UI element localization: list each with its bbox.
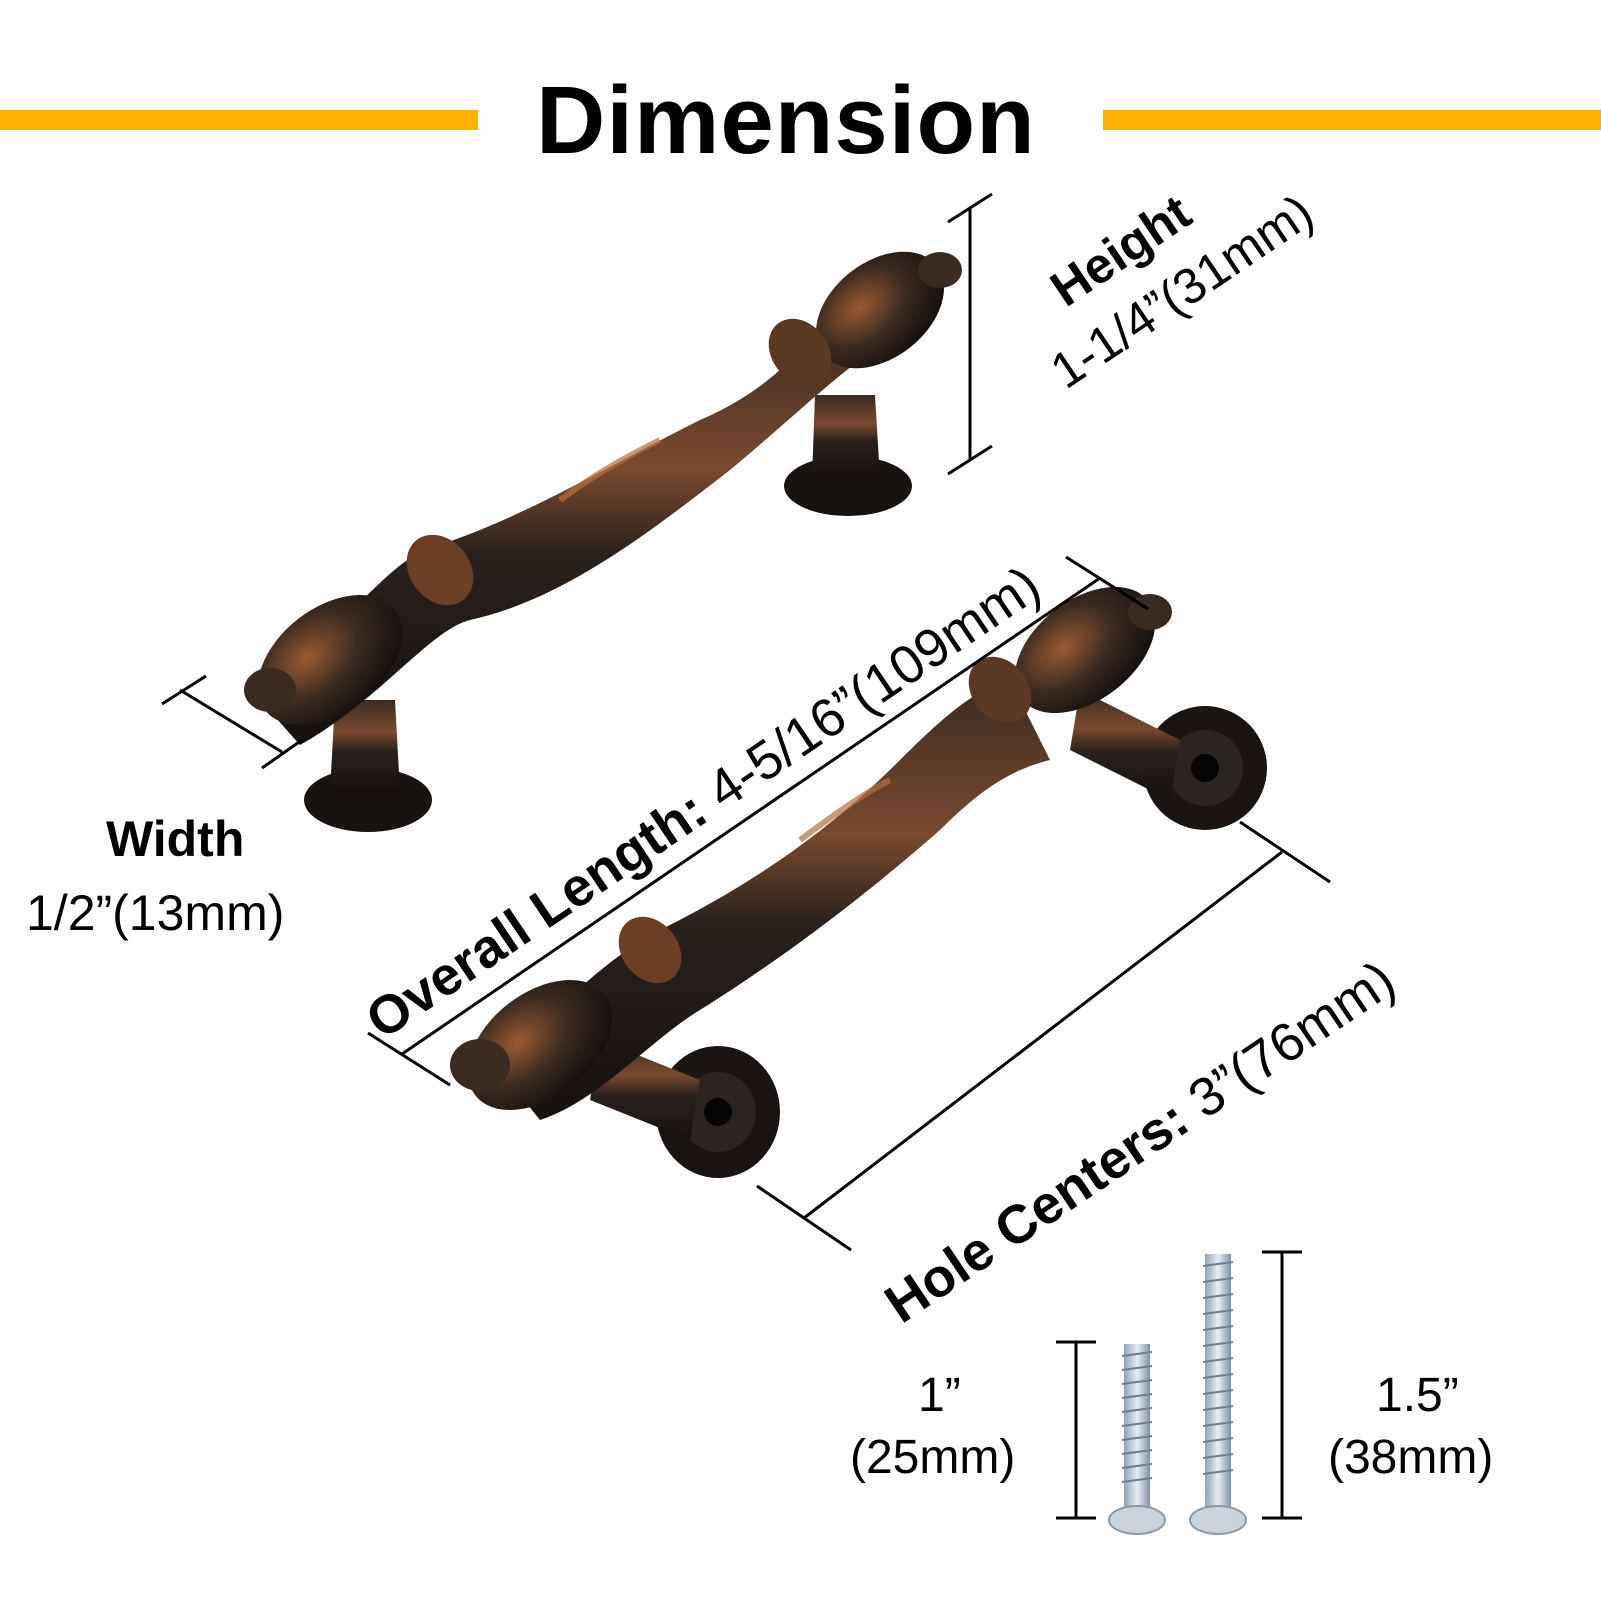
height-dimension-line [947,192,993,476]
screw-short-mm: (25mm) [850,1431,1016,1484]
screw-long-image [1189,1254,1247,1535]
screw-long-dimension-line [1262,1250,1302,1520]
screw-long-mm: (38mm) [1328,1431,1494,1484]
screw-short-image [1108,1344,1166,1535]
handle-top-image [244,251,962,832]
title-rule-left [0,110,478,130]
width-dimension-line [161,674,303,770]
overall-length-dimension-line [367,555,1149,1087]
width-label: Width [106,811,245,867]
screw-short-dimension-line [1056,1340,1096,1520]
width-value: 1/2”(13mm) [26,885,285,941]
screw-short-inch: 1” [918,1369,961,1422]
screw-long-inch: 1.5” [1376,1369,1459,1422]
handle-bottom-image [450,586,1267,1178]
hole-centers-dimension-line [756,820,1331,1252]
page-title: Dimension [536,67,1036,174]
title-rule-right [1103,110,1601,130]
